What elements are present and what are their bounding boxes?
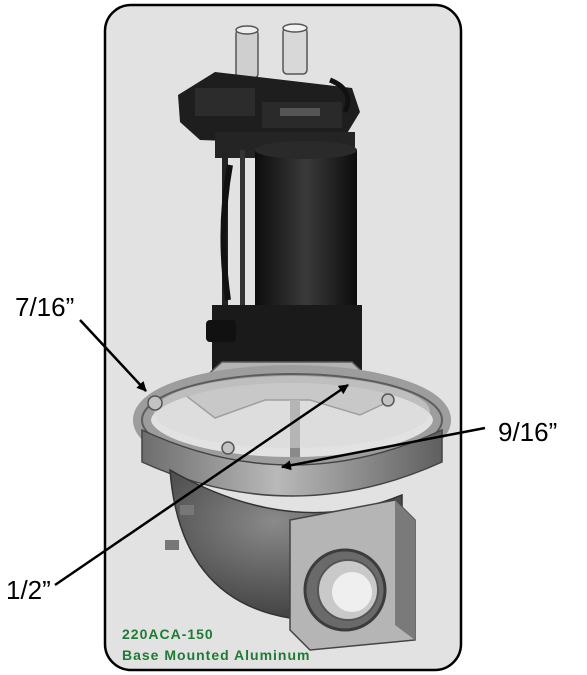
- dimension-label-1-2: 1/2”: [6, 575, 51, 605]
- caption-description: Base Mounted Aluminum: [122, 647, 311, 663]
- arrow-7-16: [79, 319, 147, 392]
- valve-photo: [133, 23, 451, 651]
- dimension-label-7-16: 7/16”: [15, 292, 75, 322]
- arrow-9-16: [281, 426, 486, 471]
- dimension-label-9-16: 9/16”: [498, 417, 558, 447]
- caption-model: 220ACA-150: [122, 626, 214, 642]
- arrow-1-2: [54, 383, 349, 587]
